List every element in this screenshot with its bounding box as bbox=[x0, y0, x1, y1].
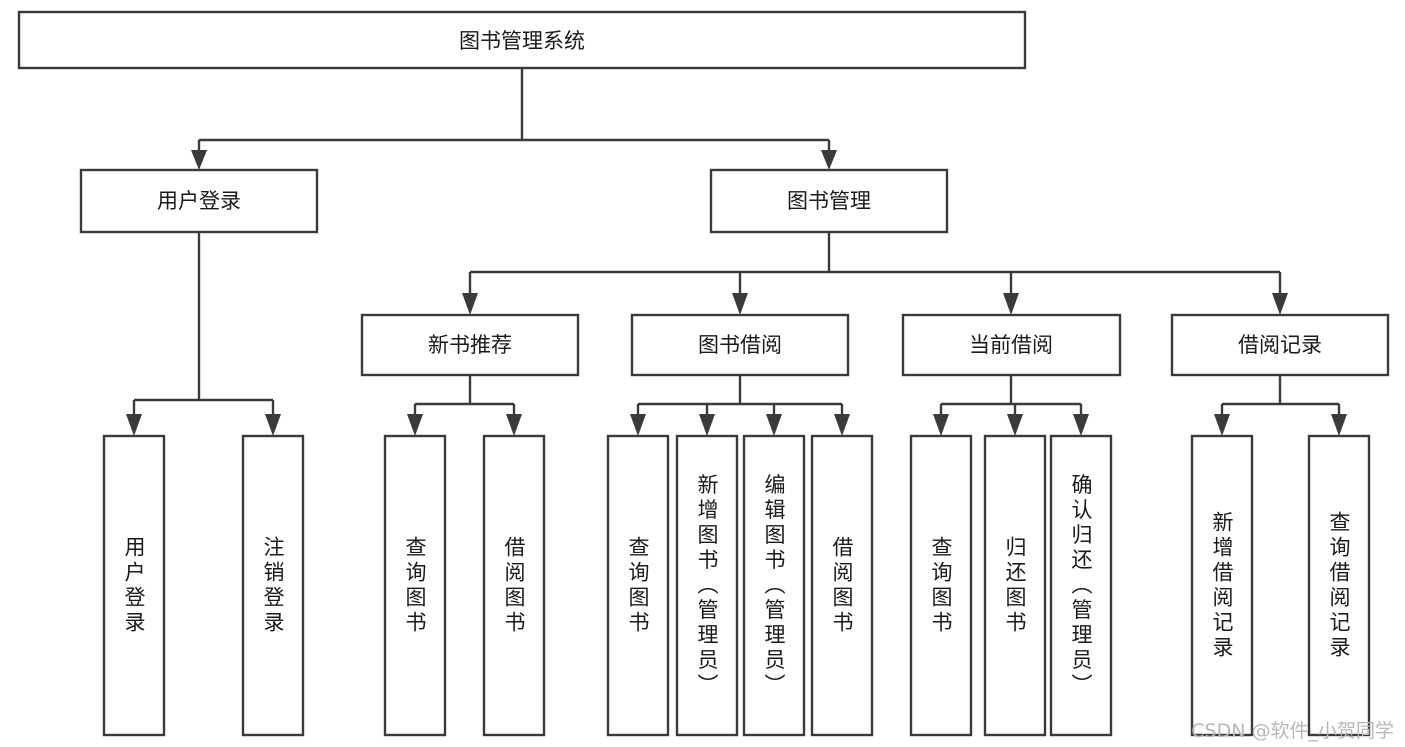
arrow-head-borrow-record bbox=[1272, 293, 1288, 315]
node-leaf-query-book-recommend-box[interactable] bbox=[383, 434, 447, 737]
arrow-head-leaf-borrow-book-recommend bbox=[506, 414, 522, 436]
node-leaf-return-book-box[interactable] bbox=[983, 434, 1047, 737]
node-leaf-query-book-current-label: 查询图书 bbox=[929, 536, 953, 636]
node-leaf-query-book-current-box[interactable] bbox=[909, 434, 973, 737]
arrow-head-current-borrow bbox=[1003, 293, 1019, 315]
node-leaf-query-borrow-record-label: 查询借阅记录 bbox=[1327, 511, 1351, 661]
node-leaf-add-book-admin[interactable]: 新增图书（管理员） bbox=[675, 434, 739, 737]
arrow-head-book-borrow bbox=[732, 293, 748, 315]
arrow-head-leaf-add-borrow-record bbox=[1214, 414, 1230, 436]
node-leaf-query-borrow-record[interactable]: 查询借阅记录 bbox=[1307, 434, 1371, 737]
node-leaf-query-book-borrow-box[interactable] bbox=[606, 434, 670, 737]
node-leaf-confirm-return-admin[interactable]: 确认归还（管理员） bbox=[1049, 434, 1113, 737]
node-leaf-logout-label: 注销登录 bbox=[261, 536, 285, 636]
node-leaf-borrow-book-label: 借阅图书 bbox=[830, 536, 854, 636]
node-root-box[interactable] bbox=[17, 10, 1027, 70]
node-leaf-borrow-book[interactable]: 借阅图书 bbox=[810, 434, 874, 737]
node-leaf-query-book-recommend[interactable]: 查询图书 bbox=[383, 434, 447, 737]
node-root-label: 图书管理系统 bbox=[459, 29, 585, 53]
arrow-head-leaf-user-login bbox=[126, 414, 142, 436]
arrow-head-book-manage bbox=[821, 150, 837, 170]
node-user-login-box[interactable] bbox=[79, 168, 319, 234]
node-leaf-borrow-book-recommend-label: 借阅图书 bbox=[502, 536, 526, 636]
arrow-head-leaf-confirm-return-admin bbox=[1073, 414, 1089, 436]
node-leaf-query-book-borrow-label: 查询图书 bbox=[626, 536, 650, 636]
node-book-manage-label: 图书管理 bbox=[787, 189, 871, 213]
node-book-borrow[interactable]: 图书借阅 bbox=[630, 313, 850, 377]
node-book-borrow-box[interactable] bbox=[630, 313, 850, 377]
arrow-head-leaf-return-book bbox=[1007, 414, 1023, 436]
arrow-head-leaf-query-book-current bbox=[933, 414, 949, 436]
node-leaf-add-borrow-record[interactable]: 新增借阅记录 bbox=[1190, 434, 1254, 737]
node-leaf-add-borrow-record-box[interactable] bbox=[1190, 434, 1254, 737]
connector-layer bbox=[126, 68, 1347, 436]
node-leaf-edit-book-admin-box[interactable] bbox=[742, 434, 806, 737]
node-leaf-query-book-borrow[interactable]: 查询图书 bbox=[606, 434, 670, 737]
arrow-head-leaf-query-book-borrow bbox=[630, 414, 646, 436]
node-leaf-edit-book-admin[interactable]: 编辑图书（管理员） bbox=[742, 434, 806, 737]
node-new-book-recommend[interactable]: 新书推荐 bbox=[360, 313, 580, 377]
node-current-borrow-box[interactable] bbox=[901, 313, 1122, 377]
node-leaf-borrow-book-recommend-box[interactable] bbox=[482, 434, 546, 737]
node-leaf-logout-box[interactable] bbox=[241, 434, 305, 737]
node-leaf-logout[interactable]: 注销登录 bbox=[241, 434, 305, 737]
node-leaf-borrow-book-box[interactable] bbox=[810, 434, 874, 737]
node-root[interactable]: 图书管理系统 bbox=[17, 10, 1027, 70]
arrow-head-new-book-recommend bbox=[462, 293, 478, 315]
node-leaf-user-login-box[interactable] bbox=[102, 434, 166, 737]
node-current-borrow[interactable]: 当前借阅 bbox=[901, 313, 1122, 377]
node-leaf-confirm-return-admin-label: 确认归还（管理员） bbox=[1069, 474, 1093, 699]
node-leaf-query-borrow-record-box[interactable] bbox=[1307, 434, 1371, 737]
node-leaf-query-book-recommend-label: 查询图书 bbox=[403, 536, 427, 636]
node-book-manage-box[interactable] bbox=[709, 168, 949, 234]
node-leaf-borrow-book-recommend[interactable]: 借阅图书 bbox=[482, 434, 546, 737]
node-leaf-add-book-admin-box[interactable] bbox=[675, 434, 739, 737]
watermark-label: CSDN @软件_小贺同学 bbox=[1191, 720, 1394, 742]
node-leaf-add-borrow-record-label: 新增借阅记录 bbox=[1210, 511, 1234, 661]
node-new-book-recommend-box[interactable] bbox=[360, 313, 580, 377]
arrow-head-leaf-add-book-admin bbox=[699, 414, 715, 436]
arrow-head-leaf-edit-book-admin bbox=[766, 414, 782, 436]
node-user-login[interactable]: 用户登录 bbox=[79, 168, 319, 234]
node-leaf-return-book[interactable]: 归还图书 bbox=[983, 434, 1047, 737]
arrow-head-leaf-borrow-book bbox=[834, 414, 850, 436]
node-new-book-recommend-label: 新书推荐 bbox=[428, 333, 512, 357]
node-leaf-user-login-label: 用户登录 bbox=[122, 536, 146, 636]
node-borrow-record[interactable]: 借阅记录 bbox=[1170, 313, 1390, 377]
node-leaf-query-book-current[interactable]: 查询图书 bbox=[909, 434, 973, 737]
node-leaf-edit-book-admin-label: 编辑图书（管理员） bbox=[762, 474, 786, 699]
node-borrow-record-label: 借阅记录 bbox=[1238, 333, 1322, 357]
node-borrow-record-box[interactable] bbox=[1170, 313, 1390, 377]
node-leaf-return-book-label: 归还图书 bbox=[1003, 536, 1027, 636]
arrow-head-leaf-query-borrow-record bbox=[1331, 414, 1347, 436]
node-leaf-confirm-return-admin-box[interactable] bbox=[1049, 434, 1113, 737]
node-book-borrow-label: 图书借阅 bbox=[698, 333, 782, 357]
node-book-manage[interactable]: 图书管理 bbox=[709, 168, 949, 234]
node-leaf-add-book-admin-label: 新增图书（管理员） bbox=[695, 474, 719, 699]
node-user-login-label: 用户登录 bbox=[157, 189, 241, 213]
arrow-head-user-login bbox=[191, 150, 207, 170]
arrow-head-leaf-query-book-recommend bbox=[407, 414, 423, 436]
arrow-head-leaf-logout bbox=[265, 414, 281, 436]
node-current-borrow-label: 当前借阅 bbox=[969, 333, 1053, 357]
node-leaf-user-login[interactable]: 用户登录 bbox=[102, 434, 166, 737]
